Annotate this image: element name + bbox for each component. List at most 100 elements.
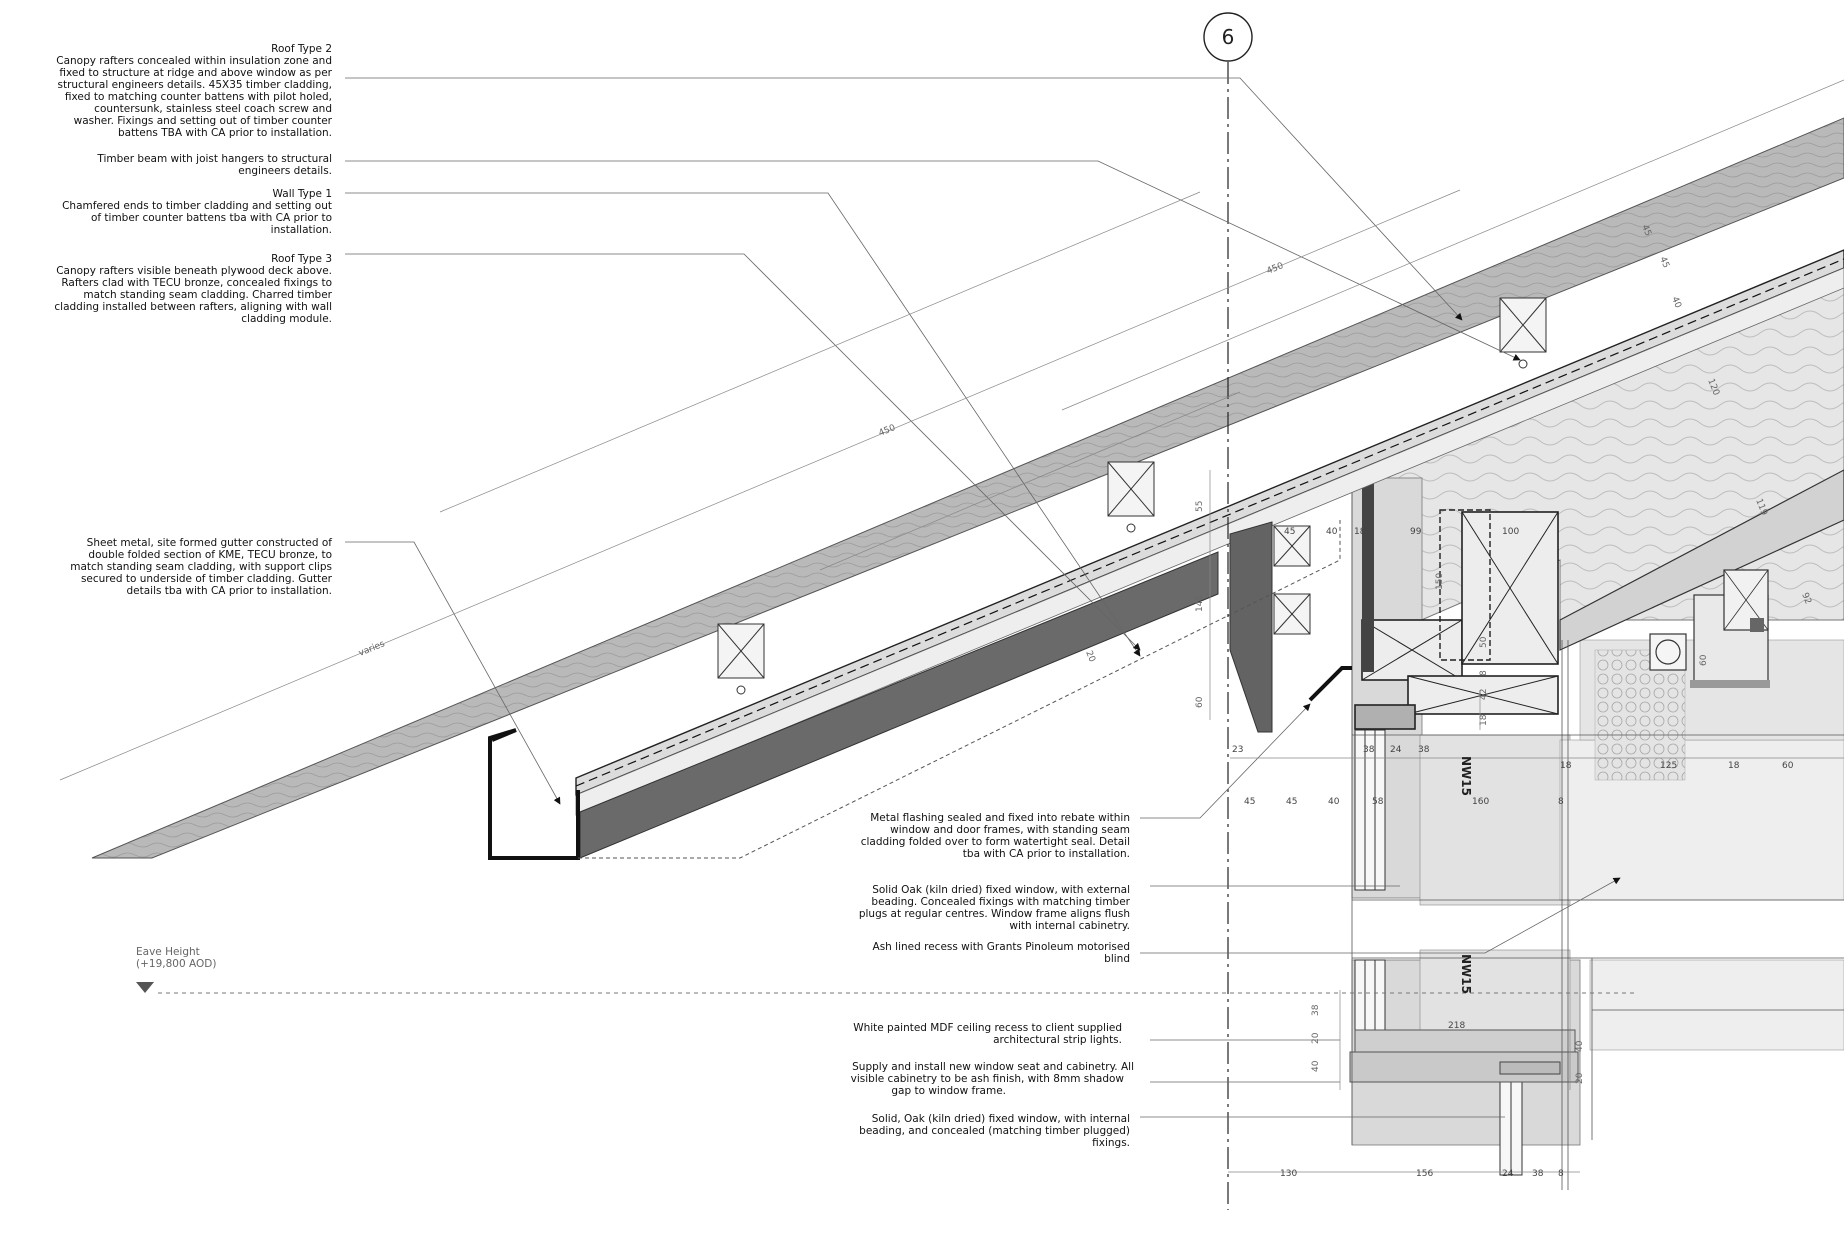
note-roof2-line: Canopy rafters concealed within insulati… [56, 55, 332, 67]
note-gutter-line: details tba with CA prior to installatio… [126, 585, 332, 597]
dim-f156: 156 [1416, 1169, 1433, 1179]
note-oak2-line: fixings. [1092, 1137, 1130, 1149]
note-roof3-line: match standing seam cladding. Charred ti… [83, 289, 332, 301]
sheet-metal-gutter [488, 728, 580, 860]
dim-l40: 40 [1311, 1060, 1321, 1072]
note-ash-line: blind [1104, 953, 1130, 965]
note-seat-line: visible cabinetry to be ash finish, with… [851, 1073, 1125, 1085]
counter-battens [717, 297, 1547, 695]
dim-l218: 218 [1448, 1021, 1465, 1031]
note-oak1-line: plugs at regular centres. Window frame a… [859, 908, 1130, 920]
note-roof2-title: Roof Type 2 [271, 43, 332, 55]
dim-b18a: 18 [1560, 761, 1572, 771]
dim-v100: 100 [1502, 527, 1519, 537]
note-roof2-line: countersunk, stainless steel coach screw… [94, 103, 332, 115]
dim-v99: 99 [1410, 527, 1422, 537]
dim-l38: 38 [1311, 1004, 1321, 1016]
dim-v40a: 40 [1326, 527, 1338, 537]
note-gutter-line: Sheet metal, site formed gutter construc… [87, 537, 333, 549]
note-gutter-line: secured to underside of timber cladding.… [81, 573, 333, 585]
dim-l40b: 40 [1575, 1040, 1585, 1052]
note-seat-line: Supply and install new window seat and c… [852, 1061, 1134, 1073]
panel-edge-lines [1351, 472, 1844, 1190]
note-wall1-line: Chamfered ends to timber cladding and se… [62, 200, 332, 212]
dim-v24a: 24 [1390, 745, 1402, 755]
dim-varies: varies [357, 639, 386, 659]
note-flashing-line: cladding folded over to form watertight … [861, 836, 1130, 848]
note-seat-line: gap to window frame. [891, 1085, 1006, 1097]
dim-v38b: 38 [1418, 745, 1430, 755]
cabinet-face-lower [1589, 959, 1844, 1051]
dim-v145: 145 [1195, 595, 1205, 612]
dim-v50: 50 [1479, 636, 1489, 648]
note-oak1-line: with internal cabinetry. [1009, 920, 1130, 932]
dim-f38: 38 [1532, 1169, 1544, 1179]
dim-v45a: 45 [1284, 527, 1295, 537]
eave-height-label: Eave Height [136, 946, 200, 958]
note-flashing-line: tba with CA prior to installation. [963, 848, 1130, 860]
dim-b8: 8 [1558, 797, 1564, 807]
dim-v55: 55 [1195, 501, 1205, 512]
note-beam-line: Timber beam with joist hangers to struct… [96, 153, 332, 165]
dim-roof-45b: 45 [1657, 255, 1671, 269]
internal-ceiling-structure [1559, 469, 1844, 688]
dim-f130: 130 [1280, 1169, 1297, 1179]
dim-roof-40: 40 [1669, 295, 1683, 310]
grid-line-6: 6 [1203, 12, 1253, 1210]
dim-roof-45a: 45 [1639, 223, 1653, 237]
dim-450-lower: 450 [877, 423, 897, 439]
dim-roof-92: 92 [1799, 591, 1813, 605]
dim-v38a: 38 [1363, 745, 1375, 755]
note-flashing-line: Metal flashing sealed and fixed into reb… [870, 812, 1130, 824]
note-roof2-line: structural engineers details. 45X35 timb… [58, 79, 333, 91]
eave-datum-marker [136, 982, 154, 993]
upper-canopy-cladding [91, 117, 1844, 859]
dim-b58: 58 [1372, 797, 1384, 807]
dim-b45a: 45 [1244, 797, 1255, 807]
eave-height-level: (+19,800 AOD) [136, 958, 216, 970]
note-oak2-line: beading, and concealed (matching timber … [859, 1125, 1130, 1137]
note-beam-line: engineers details. [238, 165, 332, 177]
dim-v18b: 18 [1479, 714, 1489, 726]
dim-b40: 40 [1328, 797, 1340, 807]
note-oak1-line: Solid Oak (kiln dried) fixed window, wit… [872, 884, 1130, 896]
note-mdf-line: White painted MDF ceiling recess to clie… [853, 1022, 1122, 1034]
note-roof3-line: cladding module. [241, 313, 332, 325]
window-reveal-zone [1419, 734, 1571, 906]
dim-v20: 20 [1083, 649, 1097, 664]
dim-v60b: 60 [1699, 654, 1709, 666]
dim-v150: 150 [1435, 573, 1445, 590]
note-roof3-line: Rafters clad with TECU bronze, concealed… [61, 277, 332, 289]
note-roof3-line: cladding installed between rafters, alig… [54, 301, 332, 313]
dim-b60: 60 [1782, 761, 1794, 771]
note-roof3-line: Canopy rafters visible beneath plywood d… [56, 265, 332, 277]
eave-height-datum: Eave Height (+19,800 AOD) [136, 946, 1636, 994]
dim-b125: 125 [1660, 761, 1677, 771]
note-roof2-line: fixed to structure at ridge and above wi… [59, 67, 332, 79]
note-mdf-line: architectural strip lights. [993, 1034, 1122, 1046]
window-tag-lower: NW15 [1459, 954, 1473, 994]
window-tag-upper: NW15 [1459, 756, 1473, 796]
window-reveal-lower [1419, 949, 1571, 1031]
building-section [1349, 257, 1844, 1190]
window-sill [1354, 1029, 1576, 1053]
note-flashing-line: window and door frames, with standing se… [890, 824, 1130, 836]
dim-v42: 42 [1479, 689, 1489, 700]
window-seat-board [1499, 1061, 1561, 1075]
notes-left: Roof Type 2 Canopy rafters concealed wit… [54, 43, 332, 597]
note-roof2-line: fixed to matching counter battens with p… [65, 91, 332, 103]
soffit-outline [578, 520, 1341, 859]
note-roof3-title: Roof Type 3 [271, 253, 332, 265]
leader-lines [345, 77, 1621, 1118]
note-oak1-line: beading. Concealed fixings with matching… [871, 896, 1130, 908]
dim-l20: 20 [1311, 1032, 1321, 1044]
dim-v60a: 60 [1195, 696, 1205, 708]
dimension-lines [59, 79, 1844, 1173]
dim-b45b: 45 [1286, 797, 1297, 807]
notes-center: Metal flashing sealed and fixed into reb… [851, 812, 1134, 1149]
note-wall1-title: Wall Type 1 [273, 188, 332, 200]
grid-marker-circle [1203, 12, 1253, 62]
metal-flashing [1308, 666, 1352, 702]
dim-f24: 24 [1502, 1169, 1514, 1179]
